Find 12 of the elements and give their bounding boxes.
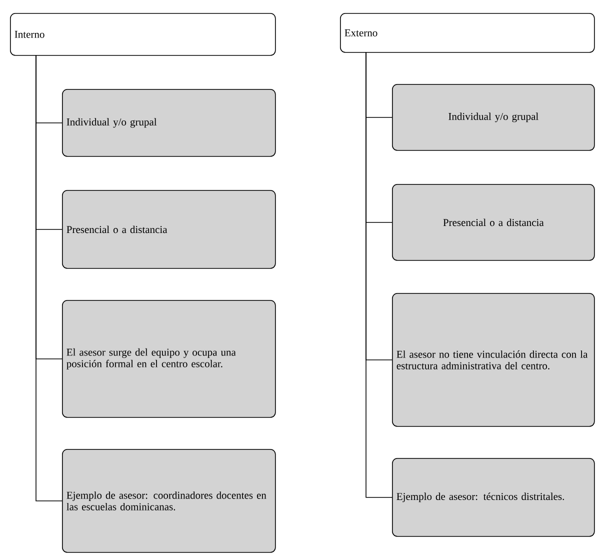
item-box: Individual y/o grupal	[62, 89, 276, 157]
item-box: Presencial o a distancia	[62, 190, 276, 269]
item-box: Individual y/o grupal	[392, 84, 595, 151]
item-box: Ejemplo de asesor: coordinadores docentes en las escuelas dominicanas.	[62, 449, 276, 553]
item-box: Presencial o a distancia	[392, 184, 595, 261]
item-box: El asesor no tiene vinculación directa con la estructura administrativa del centro.	[392, 293, 595, 427]
header-box: Externo	[340, 13, 595, 53]
item-box: Ejemplo de asesor: técnicos distritales.	[392, 458, 595, 537]
header-box: Interno	[10, 13, 276, 56]
connector-line	[36, 55, 62, 502]
connector-line	[366, 52, 392, 498]
item-box: El asesor surge del equipo y ocupa una posición formal en el centro escolar.	[62, 300, 276, 418]
